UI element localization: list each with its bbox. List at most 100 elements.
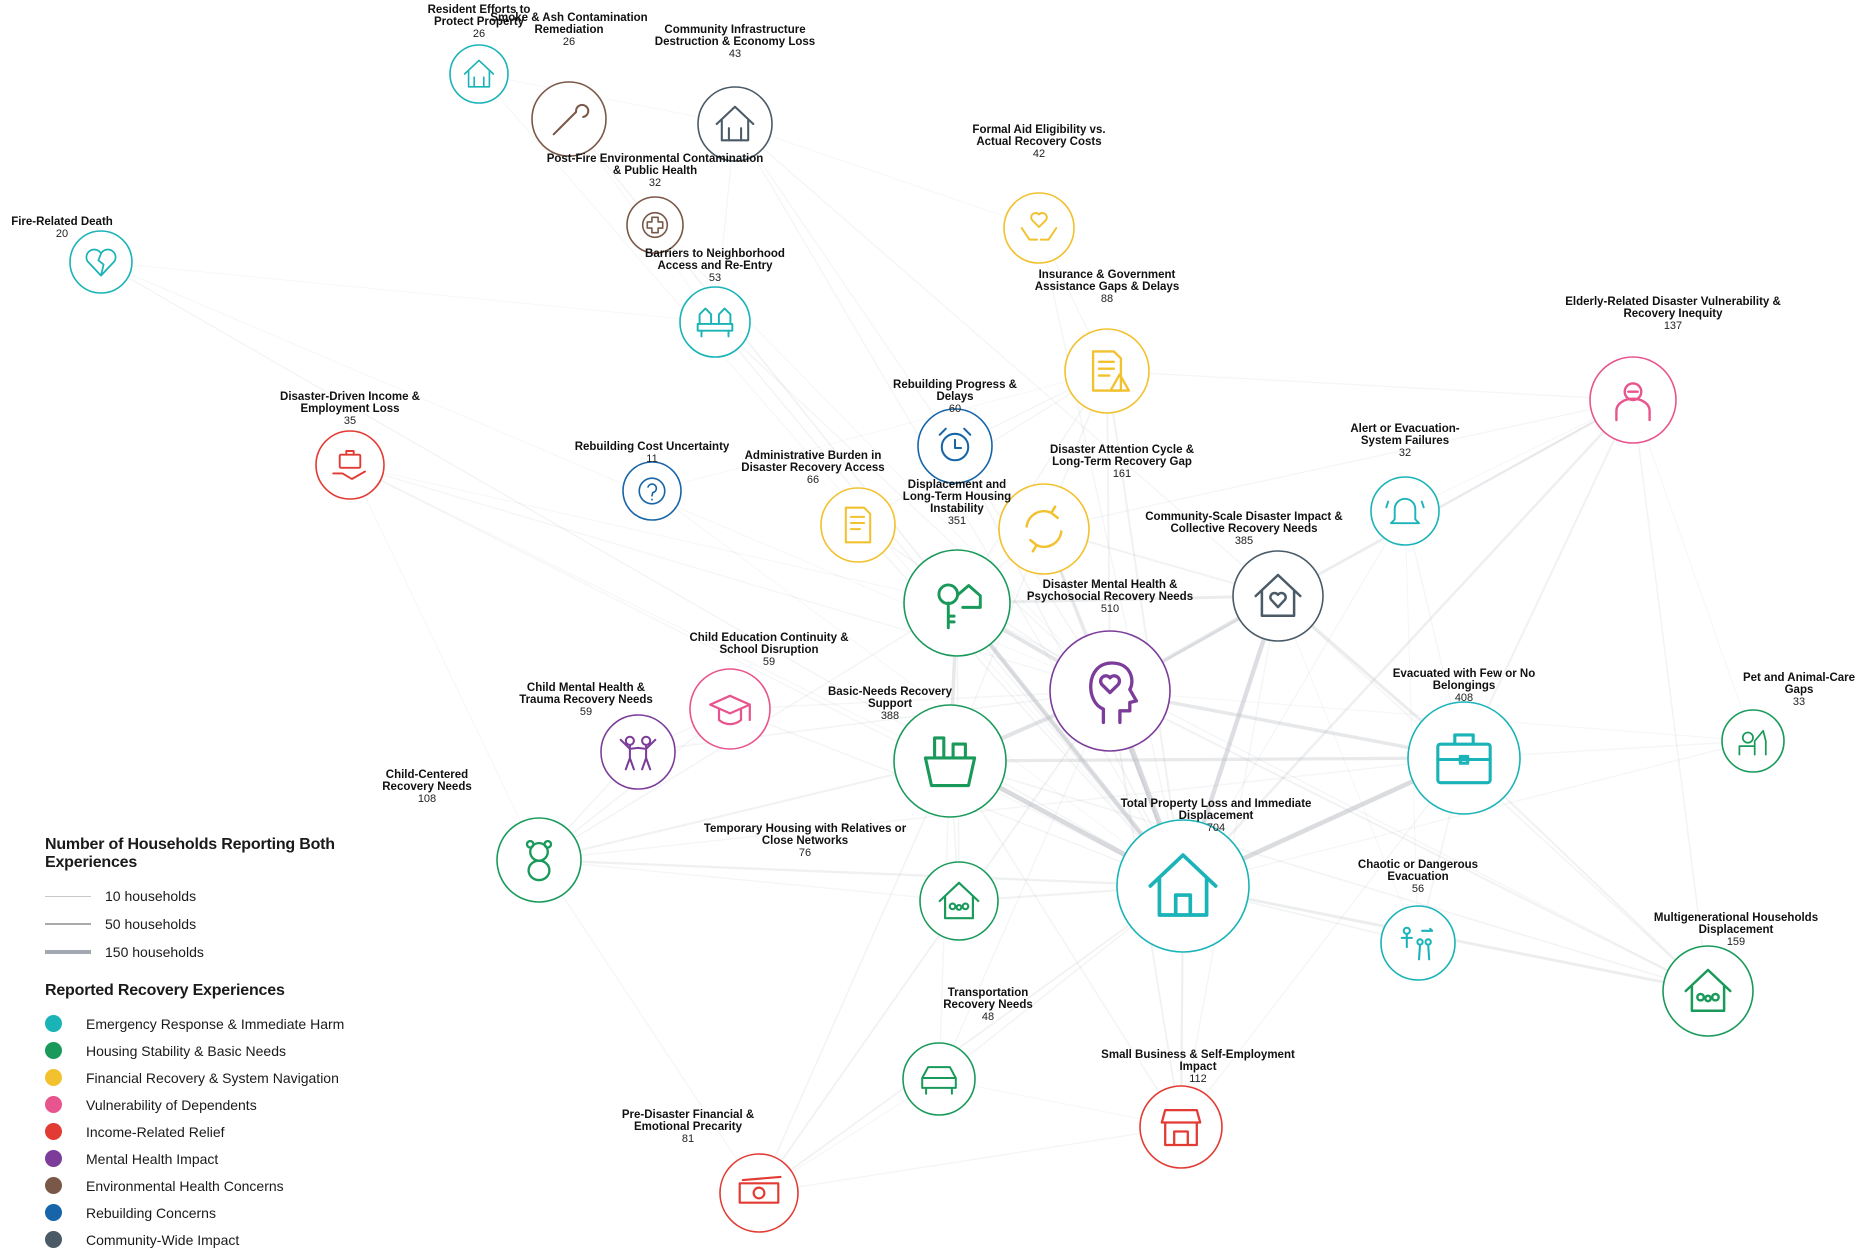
category-color-swatch xyxy=(45,1204,62,1221)
edge-totalloss-resident xyxy=(478,73,1184,887)
teddy-bear-icon xyxy=(525,839,553,882)
medical-cross-icon xyxy=(641,211,669,239)
node-childedu[interactable]: Child Education Continuity &School Disru… xyxy=(689,632,849,750)
edge-mental-barriers xyxy=(714,321,1111,692)
node-count: 385 xyxy=(1235,535,1253,547)
category-legend-item: Income-Related Relief xyxy=(45,1118,425,1145)
node-postfire[interactable]: Post-Fire Environmental Contamination& P… xyxy=(547,153,764,254)
node-circle xyxy=(600,714,676,790)
edge-communityscale-elderly xyxy=(1277,399,1634,597)
node-label: Rebuilding Progress & xyxy=(893,379,1017,391)
node-count: 704 xyxy=(1207,822,1225,834)
category-legend-item: Vulnerability of Dependents xyxy=(45,1091,425,1118)
category-legend-item: Rebuilding Concerns xyxy=(45,1199,425,1226)
node-circle xyxy=(622,461,682,521)
node-label: Basic-Needs Recovery xyxy=(828,686,953,698)
node-count: 59 xyxy=(763,656,775,668)
house-icon xyxy=(1148,853,1218,917)
node-count: 26 xyxy=(473,28,485,40)
category-color-swatch xyxy=(45,1096,62,1113)
node-mental[interactable]: Disaster Mental Health &Psychosocial Rec… xyxy=(1027,579,1193,752)
node-label: Disaster Recovery Access xyxy=(741,462,884,474)
node-temphousing[interactable]: Temporary Housing with Relatives orClose… xyxy=(704,823,999,941)
category-legend-item: Environmental Health Concerns xyxy=(45,1172,425,1199)
node-count: 43 xyxy=(729,48,741,60)
node-circle xyxy=(719,1153,799,1233)
elderly-person-icon xyxy=(1615,382,1651,422)
node-label: Evacuation xyxy=(1387,871,1448,883)
node-label: & Public Health xyxy=(613,165,697,177)
weights-legend-title: Number of Households Reporting Both Expe… xyxy=(45,836,335,871)
node-count: 32 xyxy=(649,177,661,189)
edge-communityscale-infra xyxy=(734,123,1279,597)
weight-legend-row: 50 households xyxy=(45,910,425,938)
node-attention[interactable]: Disaster Attention Cycle &Long-Term Reco… xyxy=(998,444,1194,575)
edge-basic-income xyxy=(349,464,951,762)
node-count: 59 xyxy=(580,706,592,718)
edge-totalloss-costunc xyxy=(651,490,1184,887)
node-elderly[interactable]: Elderly-Related Disaster Vulnerability &… xyxy=(1565,296,1781,444)
pets-icon xyxy=(1738,729,1767,756)
node-label: Community Infrastructure xyxy=(664,24,805,36)
node-circle xyxy=(1139,1085,1223,1169)
node-label: Administrative Burden in xyxy=(745,450,882,462)
node-count: 88 xyxy=(1101,293,1113,305)
node-count: 108 xyxy=(418,793,436,805)
weight-line-thin xyxy=(45,895,91,897)
node-income[interactable]: Disaster-Driven Income &Employment Loss3… xyxy=(280,391,420,500)
node-label: Destruction & Economy Loss xyxy=(655,36,815,48)
node-childmental[interactable]: Child Mental Health &Trauma Recovery Nee… xyxy=(519,682,676,790)
node-label: Resident Efforts to xyxy=(428,4,531,16)
node-circle xyxy=(1003,192,1075,264)
node-communityscale[interactable]: Community-Scale Disaster Impact &Collect… xyxy=(1145,511,1343,642)
keys-icon xyxy=(937,583,982,630)
groceries-icon xyxy=(923,736,977,788)
node-circle xyxy=(1116,819,1250,953)
node-label: Remediation xyxy=(534,24,603,36)
multigen-house-icon xyxy=(1684,968,1732,1013)
roadblock-icon xyxy=(696,307,734,338)
node-count: 81 xyxy=(682,1133,694,1145)
node-predisaster[interactable]: Pre-Disaster Financial &Emotional Precar… xyxy=(622,1109,799,1233)
node-totalloss[interactable]: Total Property Loss and ImmediateDisplac… xyxy=(1116,798,1311,953)
node-label: System Failures xyxy=(1361,435,1449,447)
node-count: 351 xyxy=(948,515,966,527)
node-label: Recovery Needs xyxy=(382,781,472,793)
node-formalaid[interactable]: Formal Aid Eligibility vs.Actual Recover… xyxy=(972,124,1106,264)
edge-multigen-mental xyxy=(1109,690,1709,992)
document-warning-icon xyxy=(1091,350,1131,392)
node-smallbiz[interactable]: Small Business & Self-EmploymentImpact11… xyxy=(1101,1049,1295,1169)
node-label: Child-Centered xyxy=(386,769,468,781)
edge-totalloss-elderly xyxy=(1181,398,1635,888)
node-label: Belongings xyxy=(1433,680,1496,692)
node-count: 76 xyxy=(799,847,811,859)
evacuation-icon xyxy=(1400,926,1434,961)
category-label: Financial Recovery & System Navigation xyxy=(86,1069,339,1086)
node-label: Evacuated with Few or No xyxy=(1393,668,1536,680)
node-multigen[interactable]: Multigenerational HouseholdsDisplacement… xyxy=(1654,912,1818,1037)
graduation-cap-icon xyxy=(709,694,751,726)
node-label: Alert or Evacuation- xyxy=(1350,423,1459,435)
edge-income-childcentered xyxy=(349,464,540,861)
edge-multigen-elderly xyxy=(1632,399,1709,992)
node-circle xyxy=(998,483,1090,575)
cycle-arrows-icon xyxy=(1025,505,1063,553)
